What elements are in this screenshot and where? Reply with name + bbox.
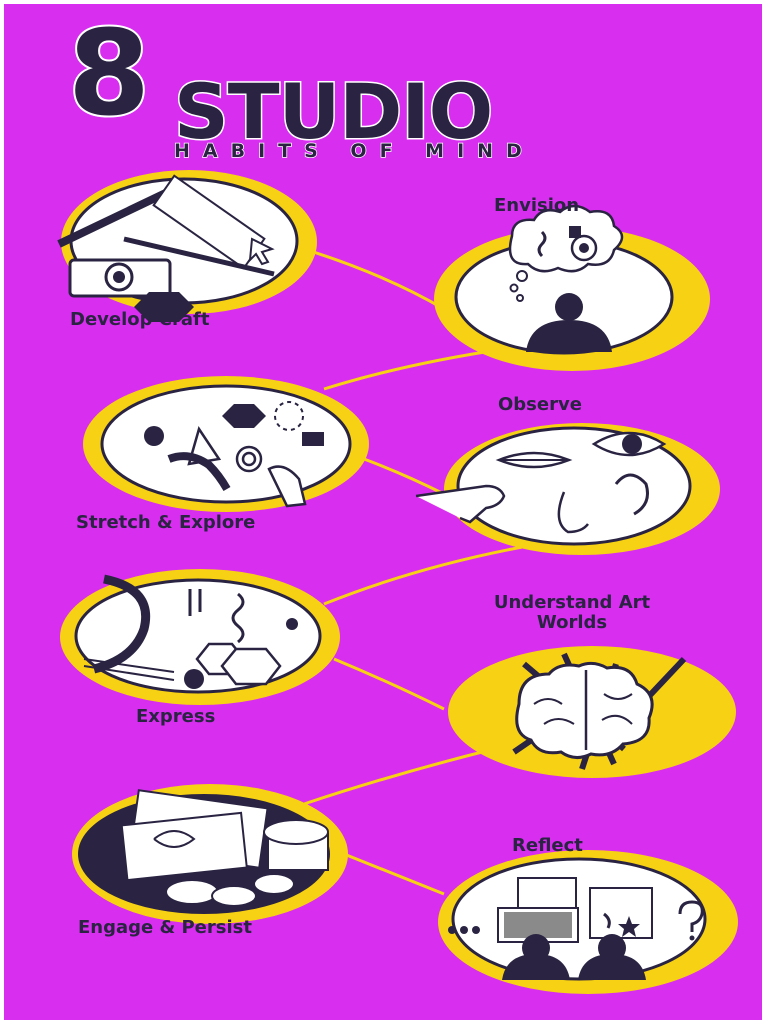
- label-develop-craft: Develop Craft: [70, 309, 210, 330]
- envision-illustration: [434, 204, 710, 371]
- reflect-illustration: [438, 850, 738, 994]
- express-illustration: [60, 569, 340, 705]
- label-reflect: Reflect: [512, 835, 583, 856]
- label-observe: Observe: [498, 394, 582, 415]
- label-engage-persist: Engage & Persist: [78, 917, 252, 938]
- title-subtitle: HABITS OF MIND: [173, 140, 535, 162]
- understand-art-worlds-illustration: [448, 646, 736, 778]
- poster-artwork: [57, 170, 738, 994]
- develop-craft-illustration: [57, 170, 317, 322]
- title-word: STUDIO: [172, 67, 494, 156]
- observe-illustration: [415, 423, 720, 555]
- poster: 8 STUDIO HABITS OF MIND Develop Craft En…: [4, 4, 762, 1020]
- title-number: 8: [66, 4, 152, 142]
- label-stretch-explore: Stretch & Explore: [76, 512, 256, 533]
- label-envision: Envision: [494, 195, 580, 216]
- label-understand-art-worlds: Understand Art Worlds: [493, 592, 651, 633]
- label-express: Express: [136, 706, 216, 727]
- engage-persist-illustration: [72, 784, 348, 924]
- stretch-explore-illustration: [83, 376, 369, 512]
